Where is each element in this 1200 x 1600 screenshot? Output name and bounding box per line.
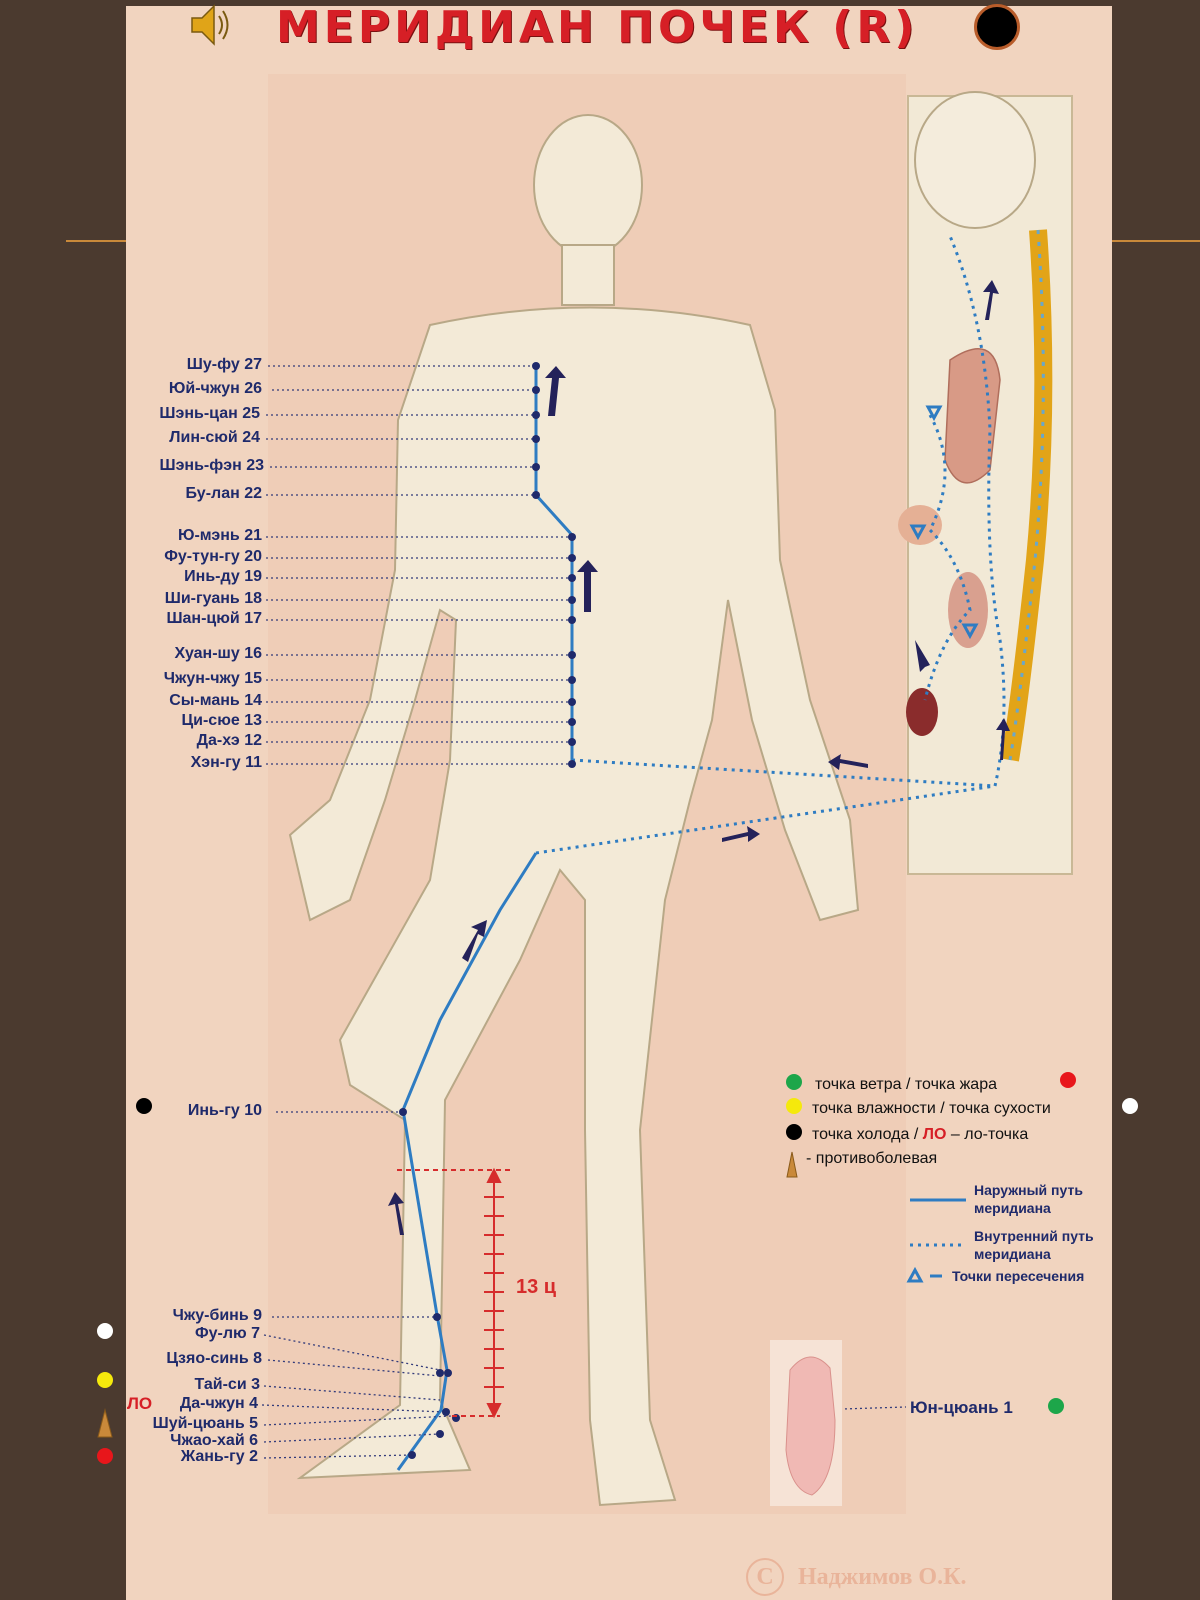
crossing-points <box>909 405 979 640</box>
meridian-points <box>399 362 810 1459</box>
record-dot[interactable] <box>974 4 1020 50</box>
copyright-symbol: С <box>746 1558 784 1596</box>
point-label: Ши-гуань 18 <box>164 590 262 607</box>
point-label: Тай-си 3 <box>194 1376 260 1393</box>
point-label: Цзяо-синь 8 <box>166 1350 262 1367</box>
ruler-label: 13 ц <box>516 1276 557 1298</box>
point-label: Шан-цюй 17 <box>166 610 262 627</box>
point-label: Ци-сюе 13 <box>181 712 262 729</box>
point-label: Шу-фу 27 <box>186 356 262 373</box>
point-label: Лин-сюй 24 <box>169 429 260 446</box>
dry-point-dot <box>97 1323 113 1339</box>
deco-line-right <box>1112 240 1200 242</box>
legend-cold-text: точка холода / <box>812 1126 923 1143</box>
legend-cold-lo: точка холода / ЛО – ло-точка <box>812 1126 1028 1144</box>
dry-point-dot <box>1122 1098 1138 1114</box>
legend-lo-word: ЛО <box>922 1126 947 1143</box>
point-label: Чжао-хай 6 <box>170 1432 258 1449</box>
point-label: Фу-тун-гу 20 <box>164 548 262 565</box>
legend-moisture-dot <box>786 1098 802 1114</box>
triangle-cone-icon <box>786 1151 798 1178</box>
point-label: Юй-чжун 26 <box>168 380 262 397</box>
point-label: Инь-гу 10 <box>187 1102 262 1119</box>
legend-heat-dot <box>1060 1072 1076 1088</box>
point-label: Ю-мэнь 21 <box>177 527 262 544</box>
legend-anti-pain: - противоболевая <box>806 1150 938 1167</box>
point-label: Фу-лю 7 <box>194 1325 260 1342</box>
legend-cold-dot <box>786 1124 802 1140</box>
legend-crossing: Точки пересечения <box>952 1268 1085 1284</box>
point-label: Инь-ду 19 <box>184 568 262 585</box>
legend-wind-dot <box>786 1074 802 1090</box>
triangle-cone-icon <box>97 1408 113 1438</box>
point-label: Хэн-гу 11 <box>190 754 262 771</box>
heat-point-dot <box>97 1448 113 1464</box>
meridian-internal-path <box>535 235 1006 855</box>
point-label: Шэнь-фэн 23 <box>159 457 264 474</box>
point-label: Шэнь-цан 25 <box>159 405 260 422</box>
point-label: Да-хэ 12 <box>196 732 262 749</box>
point-label: Шуй-цюань 5 <box>152 1415 258 1432</box>
moisture-point-dot <box>97 1372 113 1388</box>
point-label-foot: Юн-цюань 1 <box>910 1398 1013 1417</box>
copyright: С Наджимов О.К. <box>746 1558 967 1596</box>
speaker-icon[interactable] <box>186 0 236 50</box>
side-figure <box>898 91 1073 875</box>
point-label: Чжун-чжу 15 <box>163 670 262 687</box>
foot-sole-image <box>770 1340 842 1506</box>
deco-line-left <box>66 240 126 242</box>
point-label: Сы-мань 14 <box>169 692 262 709</box>
legend-wind-heat: точка ветра / точка жара <box>815 1076 997 1093</box>
cold-point-dot <box>136 1098 152 1114</box>
point-label: Да-чжун 4 <box>179 1395 258 1412</box>
legend-external-path: Наружный путь меридиана <box>974 1182 1083 1216</box>
lo-marker: ЛО <box>127 1394 153 1413</box>
copyright-author: Наджимов О.К. <box>798 1564 967 1590</box>
point-label: Хуан-шу 16 <box>174 645 262 662</box>
leader-lines <box>261 365 907 1459</box>
point-label: Чжу-бинь 9 <box>172 1307 262 1324</box>
point-label: Жань-гу 2 <box>180 1448 258 1465</box>
legend-lo-text: – ло-точка <box>946 1126 1029 1143</box>
body-silhouette <box>288 114 860 1507</box>
page-title: МЕРИДИАН ПОЧЕК (R) <box>276 2 919 53</box>
wind-point-dot <box>1048 1398 1064 1414</box>
legend-internal-path: Внутренний путь меридиана <box>974 1228 1094 1262</box>
measurement-ruler <box>397 1167 512 1419</box>
legend-moisture-dry: точка влажности / точка сухости <box>812 1100 1051 1117</box>
point-label: Бу-лан 22 <box>185 485 262 502</box>
legend-samples <box>906 1198 966 1283</box>
